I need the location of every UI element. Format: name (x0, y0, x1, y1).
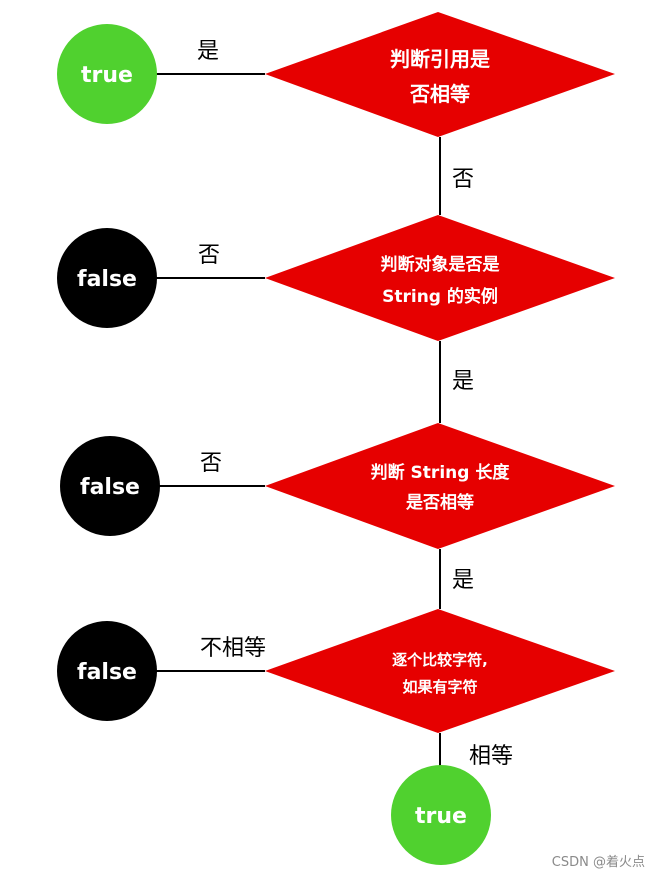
decision-2-line2: String 的实例 (382, 286, 498, 307)
result-node-2-circle (57, 228, 157, 328)
side-edge-label-4: 不相等 (200, 636, 266, 661)
decision-2: 判断对象是否是 String 的实例 (265, 215, 615, 341)
decision-3-line2: 是否相等 (406, 492, 474, 513)
final-result-node-label: true (415, 804, 467, 829)
decision-4-shape (265, 609, 615, 733)
side-edge-label-3: 否 (200, 451, 222, 476)
decision-4: 逐个比较字符, 如果有字符 (265, 609, 615, 733)
decision-3-line1: 判断 String 长度 (371, 462, 511, 483)
down-edge-label-1: 否 (452, 167, 474, 192)
side-edge-label-2: 否 (198, 243, 220, 268)
watermark: CSDN @着火点 (552, 854, 645, 870)
decision-3-shape (265, 423, 615, 549)
result-node-1-circle (57, 24, 157, 124)
decision-2-shape (265, 215, 615, 341)
decision-1-line1: 判断引用是 (390, 47, 490, 71)
result-node-4-label: false (77, 660, 137, 685)
final-result-node-circle (391, 765, 491, 865)
result-node-4: false (57, 621, 157, 721)
result-node-3-circle (60, 436, 160, 536)
decision-2-line1: 判断对象是否是 (381, 254, 500, 275)
result-node-2: false (57, 228, 157, 328)
decision-3: 判断 String 长度 是否相等 (265, 423, 615, 549)
decision-4-line1: 逐个比较字符, (392, 651, 488, 669)
result-node-3: false (60, 436, 160, 536)
down-edge-label-4: 相等 (469, 744, 513, 769)
result-node-3-label: false (80, 475, 140, 500)
down-edge-label-2: 是 (452, 369, 474, 394)
connectors (155, 73, 441, 768)
result-node-1-label: true (81, 63, 133, 88)
decision-1: 判断引用是 否相等 (265, 12, 615, 137)
result-node-4-circle (57, 621, 157, 721)
side-edge-label-1: 是 (197, 39, 219, 64)
final-result-node: true (391, 765, 491, 865)
decision-4-line2: 如果有字符 (402, 678, 477, 696)
down-edge-label-3: 是 (452, 568, 474, 593)
result-node-1: true (57, 24, 157, 124)
decision-1-shape (265, 12, 615, 137)
decision-1-line2: 否相等 (409, 82, 470, 106)
result-node-2-label: false (77, 267, 137, 292)
